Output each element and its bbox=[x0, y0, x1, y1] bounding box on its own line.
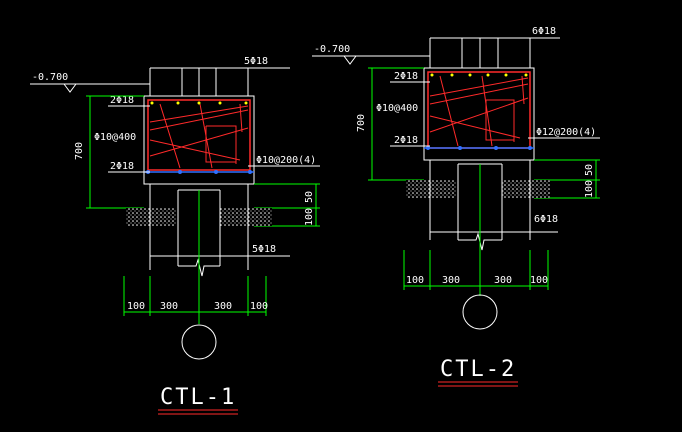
dim-3-right: 300 bbox=[494, 275, 512, 286]
section-circle-left bbox=[181, 324, 217, 360]
right-dim-a-right: 100 bbox=[584, 180, 595, 198]
column-above-right bbox=[429, 37, 560, 68]
pile-below-left bbox=[149, 184, 290, 277]
bottom-rebar-label-left: 5Φ18 bbox=[252, 244, 276, 255]
height-label-left: 700 bbox=[74, 142, 85, 160]
dim-4-left: 100 bbox=[250, 301, 268, 312]
width-dimension-left bbox=[123, 276, 267, 316]
title-left: CTL-1 bbox=[160, 385, 236, 410]
stirrup-label-left: Φ10@400 bbox=[94, 132, 136, 143]
leaders-right bbox=[390, 81, 600, 147]
soil-hatch-left-a bbox=[126, 208, 176, 226]
cap-outline-right bbox=[423, 67, 535, 161]
rebar-cage-left bbox=[147, 99, 251, 171]
top-rebar-label-left: 5Φ18 bbox=[244, 56, 268, 67]
title-right: CTL-2 bbox=[440, 357, 516, 382]
dim-1-left: 100 bbox=[127, 301, 145, 312]
section-circle-right bbox=[462, 294, 498, 330]
tie-bar-left bbox=[144, 170, 254, 174]
right-dim-a-left: 100 bbox=[304, 208, 315, 226]
detail-ctl-1: -0.700 5Φ18 bbox=[30, 56, 320, 415]
tie-label-right: Φ12@200(4) bbox=[536, 127, 596, 138]
pile-below-right bbox=[429, 160, 558, 251]
dim-2-right: 300 bbox=[442, 275, 460, 286]
stirrup-label-right: Φ10@400 bbox=[376, 103, 418, 114]
soil-hatch-right-a bbox=[406, 180, 456, 198]
height-dimension-right bbox=[368, 67, 424, 181]
height-dimension-left bbox=[86, 95, 144, 209]
tie-bar-right bbox=[424, 146, 534, 150]
bottom-rebar-label-right: 6Φ18 bbox=[534, 214, 558, 225]
cap-top-rebar-label-right: 2Φ18 bbox=[394, 71, 418, 82]
elevation-label-right: -0.700 bbox=[314, 44, 350, 55]
rebar-cage-right bbox=[427, 71, 531, 149]
elevation-mark-left: -0.700 bbox=[30, 72, 150, 93]
top-rebar-label-right: 6Φ18 bbox=[532, 26, 556, 37]
dim-2-left: 300 bbox=[160, 301, 178, 312]
cap-bottom-rebar-label-left: 2Φ18 bbox=[110, 161, 134, 172]
width-dimension-right bbox=[403, 250, 549, 290]
right-dim-b-right: 50 bbox=[584, 164, 595, 176]
height-label-right: 700 bbox=[356, 114, 367, 132]
elevation-label-left: -0.700 bbox=[32, 72, 68, 83]
cap-top-rebar-label-left: 2Φ18 bbox=[110, 95, 134, 106]
soil-hatch-right-b bbox=[502, 180, 550, 198]
dim-1-right: 100 bbox=[406, 275, 424, 286]
dim-4-right: 100 bbox=[530, 275, 548, 286]
cap-outline-left bbox=[143, 95, 255, 185]
dim-3-left: 300 bbox=[214, 301, 232, 312]
rebar-dots-right bbox=[430, 73, 528, 77]
leaders-left bbox=[108, 105, 320, 173]
soil-hatch-left-b bbox=[220, 208, 272, 226]
tie-label-left: Φ10@200(4) bbox=[256, 155, 316, 166]
elevation-mark-right: -0.700 bbox=[312, 44, 430, 65]
column-above-left bbox=[149, 67, 290, 96]
rebar-dots-left bbox=[150, 101, 248, 105]
cap-bottom-rebar-label-right: 2Φ18 bbox=[394, 135, 418, 146]
detail-ctl-2: -0.700 6Φ18 bbox=[312, 26, 600, 387]
right-dim-b-left: 50 bbox=[304, 191, 315, 203]
